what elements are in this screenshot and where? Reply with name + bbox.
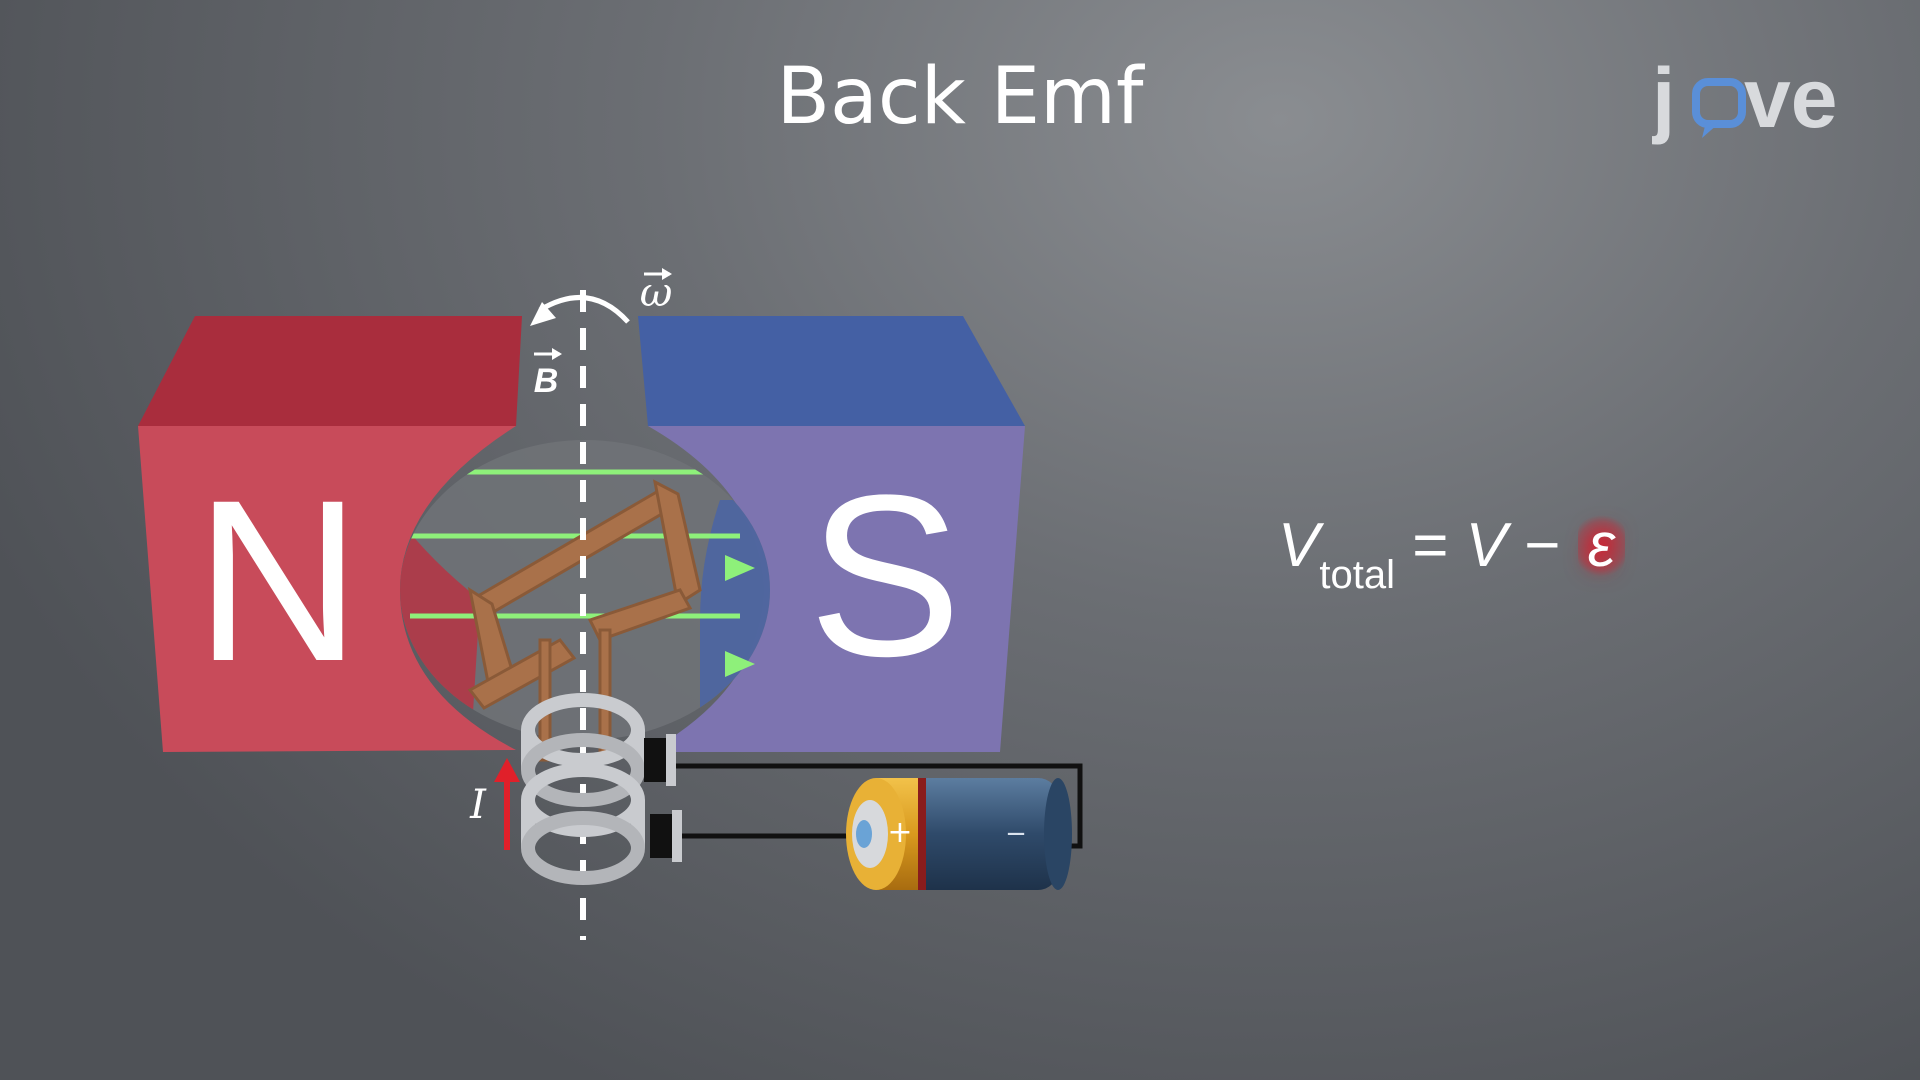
north-label: N bbox=[195, 452, 361, 709]
brushes bbox=[644, 734, 682, 862]
battery-plus-label: + bbox=[887, 815, 912, 850]
rotation-arrow bbox=[530, 295, 630, 326]
svg-text:ω: ω bbox=[640, 270, 673, 316]
field-arrow-head bbox=[725, 651, 755, 677]
current-label: I bbox=[469, 782, 487, 828]
equation-emf-symbol: ε bbox=[1577, 510, 1625, 581]
speech-bubble-icon bbox=[1692, 78, 1746, 138]
brand-wordmark-tail: ve bbox=[1744, 51, 1837, 145]
omega-vector-label: ω bbox=[640, 268, 673, 316]
equation-lhs-symbol: V bbox=[1278, 511, 1320, 580]
brand-wordmark: j bbox=[1652, 51, 1675, 145]
south-magnet: S bbox=[638, 316, 1025, 752]
battery-minus-label: − bbox=[1005, 819, 1027, 849]
equation-minus: − bbox=[1524, 511, 1561, 580]
equation-rhs-symbol: V bbox=[1465, 511, 1508, 580]
field-arrow-head bbox=[725, 555, 755, 581]
back-emf-equation: Vtotal = V − ε bbox=[1278, 510, 1625, 597]
b-vector-label: B bbox=[534, 348, 562, 400]
equation-lhs-subscript: total bbox=[1319, 553, 1395, 597]
battery: + − bbox=[846, 778, 1072, 890]
jove-logo: j ve bbox=[1652, 51, 1837, 145]
north-magnet: N bbox=[138, 316, 522, 752]
armature-coil bbox=[467, 479, 702, 762]
south-label: S bbox=[808, 447, 961, 704]
svg-text:B: B bbox=[534, 362, 559, 400]
current-arrow: I bbox=[469, 758, 520, 850]
slip-rings bbox=[521, 693, 645, 885]
equation-equals: = bbox=[1412, 511, 1449, 580]
page-title: Back Emf bbox=[776, 52, 1144, 142]
